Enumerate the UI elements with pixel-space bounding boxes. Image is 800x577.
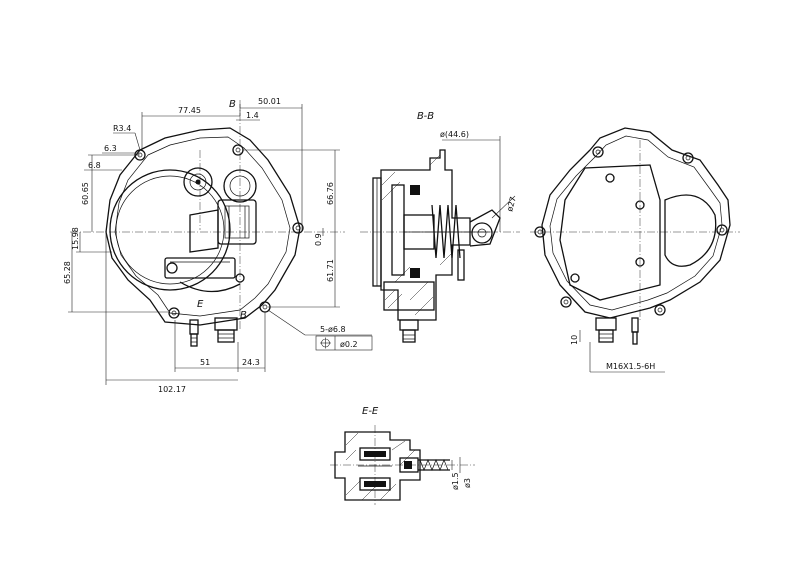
section-title-ee: E-E: [362, 406, 379, 417]
dim-6-3: 6.3: [104, 144, 117, 153]
cut-label-e: E: [197, 299, 204, 310]
cut-label-b-bottom: B: [240, 310, 247, 321]
dim-6-8: 6.8: [88, 161, 101, 170]
front-view: B B E 77.45 50.01 1.4 R3.4 6.3 6.8 60.65: [63, 97, 373, 394]
dim-thread: M16X1.5-6H: [606, 362, 655, 371]
dim-10: 10: [570, 335, 579, 345]
dim-15-98: 15.98: [71, 227, 80, 250]
position-tolerance: ø0.2: [340, 340, 358, 349]
dim-r3-4: R3.4: [113, 124, 131, 133]
section-title-bb: B-B: [417, 111, 434, 122]
dim-27: ø27: [505, 196, 518, 213]
dim-102-17: 102.17: [158, 385, 186, 394]
dim-50-01: 50.01: [258, 97, 281, 106]
hole-callout: 5-ø6.8: [320, 325, 346, 334]
dim-61-71: 61.71: [326, 259, 335, 282]
section-ee-view: E-E ø1.5 ø3: [330, 406, 475, 505]
section-bb-view: B-B: [360, 111, 520, 343]
dim-66-76: 66.76: [326, 182, 335, 205]
dim-0-9: 0.9: [314, 233, 323, 246]
dim-51: 51: [200, 358, 210, 367]
rear-view: 10 M16X1.5-6H: [530, 127, 740, 373]
dim-3: ø3: [463, 478, 472, 488]
dim-44-6: ø(44.6): [440, 130, 469, 139]
dim-60-65: 60.65: [81, 182, 90, 205]
dim-1-4: 1.4: [246, 111, 259, 120]
cut-label-b-top: B: [229, 99, 236, 110]
dim-1-5: ø1.5: [451, 472, 460, 490]
dim-65-28: 65.28: [63, 261, 72, 284]
dim-24-3: 24.3: [242, 358, 260, 367]
dim-77-45: 77.45: [178, 106, 201, 115]
